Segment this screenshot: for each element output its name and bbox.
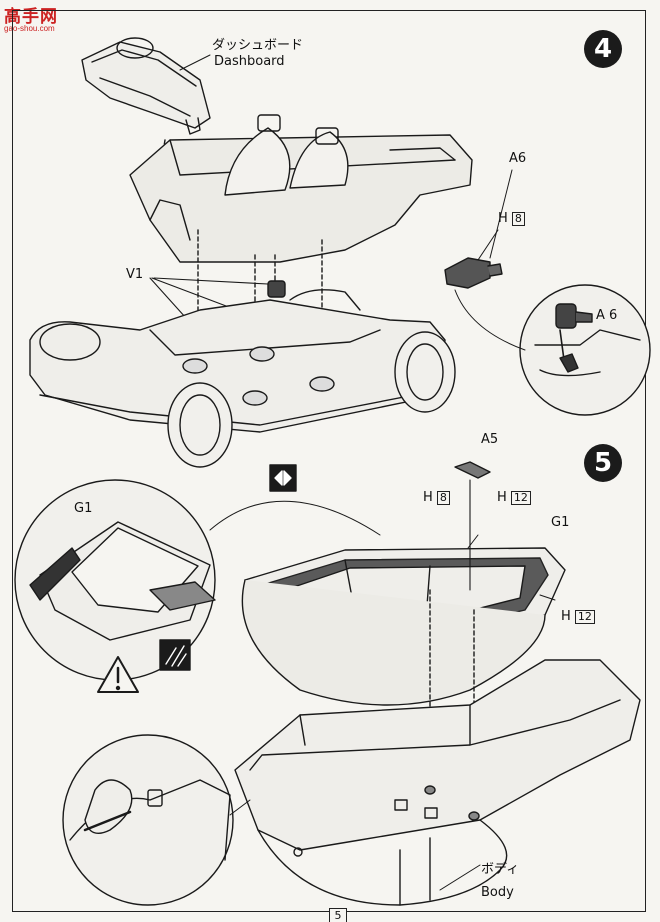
h12-label-step5: H 12 <box>497 491 531 505</box>
a6-detail-view <box>519 284 651 416</box>
h8-number-box: 8 <box>436 491 450 505</box>
wheels <box>167 331 456 468</box>
dashboard-label-jp: ダッシュボード <box>212 38 304 53</box>
flip-arrows-icon <box>269 464 297 492</box>
step-5-badge: 5 <box>584 444 622 482</box>
a6-part <box>444 257 503 289</box>
a5-part <box>454 461 491 479</box>
h12-number-box: 12 <box>510 491 531 505</box>
h8-label-step4: H 8 <box>498 212 525 226</box>
cut-hatch-icon <box>159 639 191 671</box>
watermark-main: 高手网 <box>4 7 58 26</box>
chassis <box>29 289 446 433</box>
g1-detail-label: G1 <box>74 501 93 516</box>
g1-label: G1 <box>551 515 570 530</box>
body-part <box>234 659 641 906</box>
h12-label-side: H 12 <box>561 610 595 624</box>
step-4-badge: 4 <box>584 30 622 68</box>
h-prefix: H <box>498 211 508 226</box>
h12-prefix: H <box>497 490 507 505</box>
finger-detail-view <box>62 734 234 906</box>
interior-tub <box>129 114 473 263</box>
v1-label: V1 <box>126 267 144 282</box>
h12-side-number-box: 12 <box>574 610 595 624</box>
body-label-jp: ボディ <box>481 862 520 877</box>
h-number-box: 8 <box>511 212 525 226</box>
watermark: 高手网 gao-shou.com <box>0 0 62 35</box>
dashboard-part <box>81 37 211 135</box>
page-number: 5 <box>329 908 347 922</box>
body-label-en: Body <box>481 885 514 900</box>
h8-label-step5: H 8 <box>423 491 450 505</box>
a5-label: A5 <box>481 432 499 447</box>
dashboard-label-en: Dashboard <box>214 54 285 69</box>
h12-side-prefix: H <box>561 609 571 624</box>
warning-triangle-icon <box>97 656 139 693</box>
a6-label-top: A6 <box>509 151 527 166</box>
h8-prefix: H <box>423 490 433 505</box>
g1-cut-detail-view <box>14 479 216 681</box>
a6-label-detail: A 6 <box>596 308 618 323</box>
watermark-sub: gao-shou.com <box>4 24 55 33</box>
